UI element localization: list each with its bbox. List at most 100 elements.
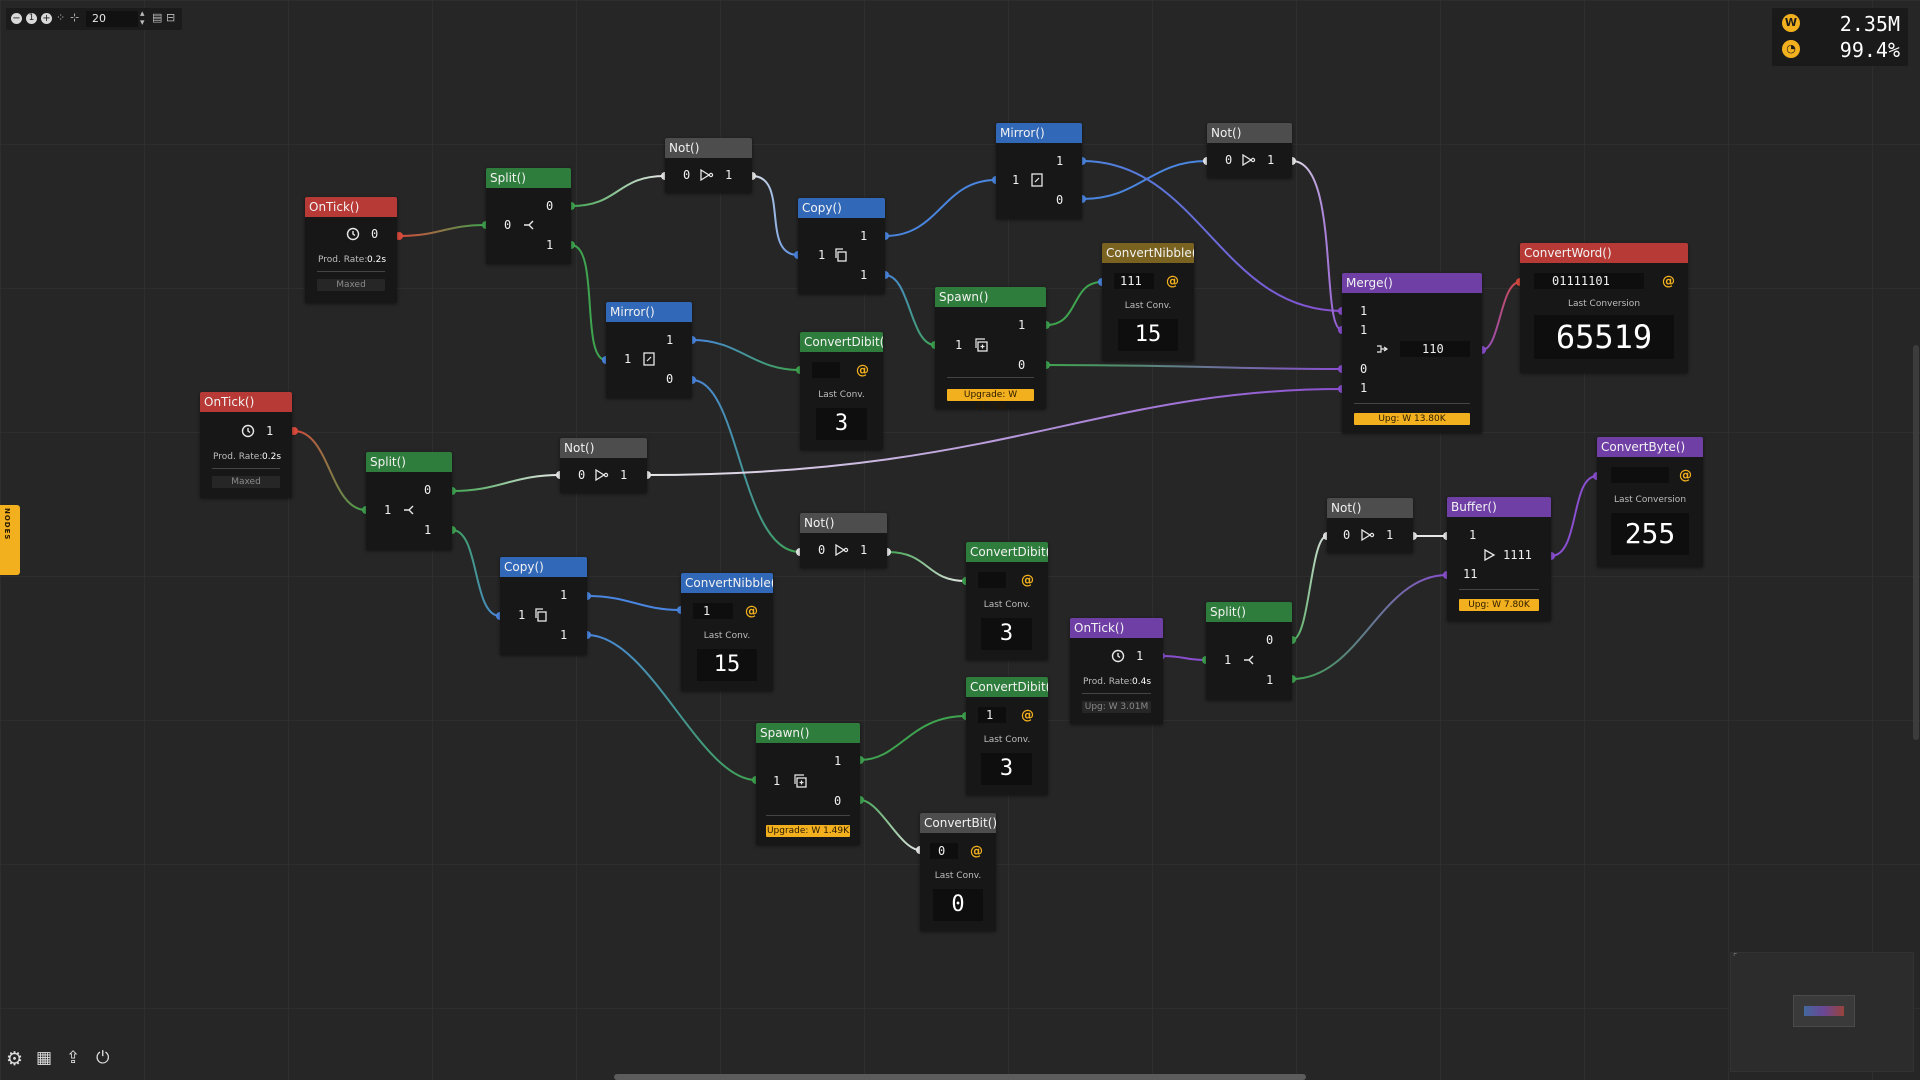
split-node-1[interactable]: Split() 0 0 1 bbox=[486, 168, 571, 264]
input-value: 1 bbox=[1224, 653, 1232, 667]
convert-byte-node[interactable]: ConvertByte() @ Last Conversion 255 bbox=[1597, 437, 1703, 567]
output-1: 1 bbox=[560, 628, 568, 642]
output-1: 0 bbox=[666, 372, 674, 386]
ontick-node-2[interactable]: OnTick() 1 Prod. Rate: 0.2s Maxed bbox=[200, 392, 292, 498]
layout-icon[interactable]: ▤ bbox=[152, 11, 163, 24]
output-value: 1 bbox=[620, 468, 628, 482]
copy-node-2[interactable]: Copy() 1 1 1 bbox=[500, 557, 587, 655]
copy-node-1[interactable]: Copy() 1 1 1 bbox=[798, 198, 885, 294]
split-icon bbox=[524, 220, 534, 230]
zoom-reset-icon[interactable]: 1 bbox=[26, 13, 37, 24]
minimap-resize-icon[interactable]: ⌜ bbox=[1733, 953, 1738, 963]
buffer-icon bbox=[1484, 548, 1496, 562]
last-conv-label: Last Conv. bbox=[983, 600, 1031, 610]
grid-size-input[interactable]: 20 bbox=[86, 11, 138, 27]
output-0: 1 bbox=[560, 588, 568, 602]
ontick-node-1[interactable]: OnTick() 0 Prod. Rate: 0.2s Maxed bbox=[305, 197, 397, 303]
not-node-5[interactable]: Not() 0 1 bbox=[1327, 498, 1413, 553]
output-value: 1 bbox=[860, 543, 868, 557]
output-0: 0 bbox=[424, 483, 432, 497]
split-node-3[interactable]: Split() 0 1 1 bbox=[1206, 602, 1292, 700]
save-settings-icon[interactable]: ▦ bbox=[36, 1048, 53, 1068]
input-value: 0 bbox=[1343, 528, 1351, 542]
node-title: ConvertDibit() bbox=[966, 677, 1048, 697]
spawn-node-1[interactable]: Spawn() 1 1 0 Upgrade: W 21.78K bbox=[935, 287, 1046, 412]
convert-dibit-node-1[interactable]: ConvertDibit() @ Last Conv. 3 bbox=[800, 332, 883, 450]
input-value: 1 bbox=[518, 608, 526, 622]
conversion-result: 3 bbox=[981, 753, 1032, 785]
node-title: ConvertByte() bbox=[1597, 437, 1703, 457]
nodes-panel-tab[interactable]: NODES bbox=[0, 505, 20, 575]
vertical-scrollbar[interactable] bbox=[1913, 345, 1919, 740]
buffer-node[interactable]: Buffer() 1 1111 11 Upg: W 7.80K bbox=[1447, 497, 1551, 621]
zoom-in-icon[interactable]: + bbox=[41, 13, 52, 24]
not-node-2[interactable]: Not() 0 1 bbox=[1207, 123, 1292, 178]
upgrade-button[interactable]: Maxed bbox=[212, 476, 280, 488]
align-icon[interactable]: ⊟ bbox=[166, 11, 176, 24]
conversion-result: 0 bbox=[933, 889, 983, 921]
clock-icon bbox=[346, 227, 360, 241]
convert-nibble-node-1[interactable]: ConvertNibble() 111 @ Last Conv. 15 bbox=[1102, 243, 1194, 361]
input-value: 1 bbox=[384, 503, 392, 517]
input-1: 1 bbox=[1360, 304, 1368, 318]
settings-gear-icon[interactable]: ⚙ bbox=[6, 1048, 24, 1070]
last-conv-label: Last Conv. bbox=[703, 631, 751, 641]
coin-swirl-icon: @ bbox=[745, 604, 758, 619]
convert-dibit-node-2[interactable]: ConvertDibit() @ Last Conv. 3 bbox=[966, 542, 1048, 660]
input-4: 1 bbox=[1360, 381, 1368, 395]
coin-swirl-icon: @ bbox=[970, 844, 983, 859]
minimap[interactable]: ⌜ bbox=[1730, 952, 1914, 1072]
copy-icon bbox=[835, 248, 847, 262]
power-icon[interactable]: ⏻ bbox=[96, 1048, 110, 1068]
input-value: 0 bbox=[1225, 153, 1233, 167]
prod-rate-label: Prod. Rate: bbox=[1083, 677, 1133, 687]
prod-rate-value: 0.2s bbox=[262, 452, 282, 462]
ontick-node-3[interactable]: OnTick() 1 Prod. Rate: 0.4s Upg: W 3.01M bbox=[1070, 618, 1163, 724]
node-title: OnTick() bbox=[200, 392, 292, 412]
output-1: 1 bbox=[860, 268, 868, 282]
not-node-1[interactable]: Not() 0 1 bbox=[665, 138, 752, 193]
merge-node[interactable]: Merge() 1 1 110 0 1 Upg: W 13.80K bbox=[1342, 273, 1482, 433]
mirror-icon bbox=[643, 352, 655, 366]
upgrade-button[interactable]: Upgrade: W 1.49K bbox=[766, 825, 850, 837]
zoom-out-icon[interactable]: − bbox=[11, 13, 22, 24]
export-icon[interactable]: ⇪ bbox=[66, 1048, 81, 1068]
clock-icon bbox=[241, 424, 255, 438]
input-field: 1 bbox=[978, 707, 1006, 723]
mirror-node-2[interactable]: Mirror() 1 1 0 bbox=[606, 302, 692, 398]
grid-snap-icon[interactable]: ⁘ bbox=[56, 11, 66, 24]
split-node-2[interactable]: Split() 0 1 1 bbox=[366, 452, 452, 550]
upgrade-button[interactable]: Upg: W 7.80K bbox=[1459, 599, 1539, 611]
node-title: Copy() bbox=[798, 198, 885, 218]
coin-swirl-icon: @ bbox=[1021, 708, 1034, 723]
mirror-node-1[interactable]: Mirror() 1 1 0 bbox=[996, 123, 1082, 219]
upgrade-button[interactable]: Upg: W 3.01M bbox=[1082, 701, 1151, 713]
not-gate-icon bbox=[700, 168, 714, 182]
node-title: OnTick() bbox=[1070, 618, 1163, 638]
output-1: 0 bbox=[1018, 358, 1026, 372]
not-node-4[interactable]: Not() 0 1 bbox=[800, 513, 887, 568]
horizontal-scrollbar[interactable] bbox=[614, 1074, 1306, 1080]
convert-dibit-node-3[interactable]: ConvertDibit() 1 @ Last Conv. 3 bbox=[966, 677, 1048, 795]
node-title: Spawn() bbox=[935, 287, 1046, 307]
input-value: 1 bbox=[773, 774, 781, 788]
convert-bit-node[interactable]: ConvertBit() 0 @ Last Conv. 0 bbox=[920, 813, 996, 931]
input-2: 11 bbox=[1463, 567, 1478, 581]
not-gate-icon bbox=[1361, 528, 1375, 542]
node-title: ConvertNibble() bbox=[681, 573, 773, 593]
output-value: 1 bbox=[725, 168, 733, 182]
upgrade-button[interactable]: Upg: W 13.80K bbox=[1354, 413, 1470, 425]
convert-word-node[interactable]: ConvertWord() 01111101 @ Last Conversion… bbox=[1520, 243, 1688, 373]
upgrade-button[interactable]: Upgrade: W 21.78K bbox=[947, 389, 1034, 412]
input-value: 111 bbox=[1120, 274, 1142, 288]
input-value: 1 bbox=[955, 338, 963, 352]
not-node-3[interactable]: Not() 0 1 bbox=[560, 438, 647, 493]
convert-nibble-node-2[interactable]: ConvertNibble() 1 @ Last Conv. 15 bbox=[681, 573, 773, 691]
minimap-viewport[interactable] bbox=[1793, 995, 1855, 1027]
coin-swirl-icon: @ bbox=[1662, 274, 1675, 289]
upgrade-button[interactable]: Maxed bbox=[317, 279, 385, 291]
node-title: Not() bbox=[1207, 123, 1292, 143]
conversion-result: 3 bbox=[981, 618, 1032, 650]
stepper-icon[interactable]: ▴▾ bbox=[140, 9, 145, 28]
spawn-node-2[interactable]: Spawn() 1 1 0 Upgrade: W 1.49K bbox=[756, 723, 860, 845]
